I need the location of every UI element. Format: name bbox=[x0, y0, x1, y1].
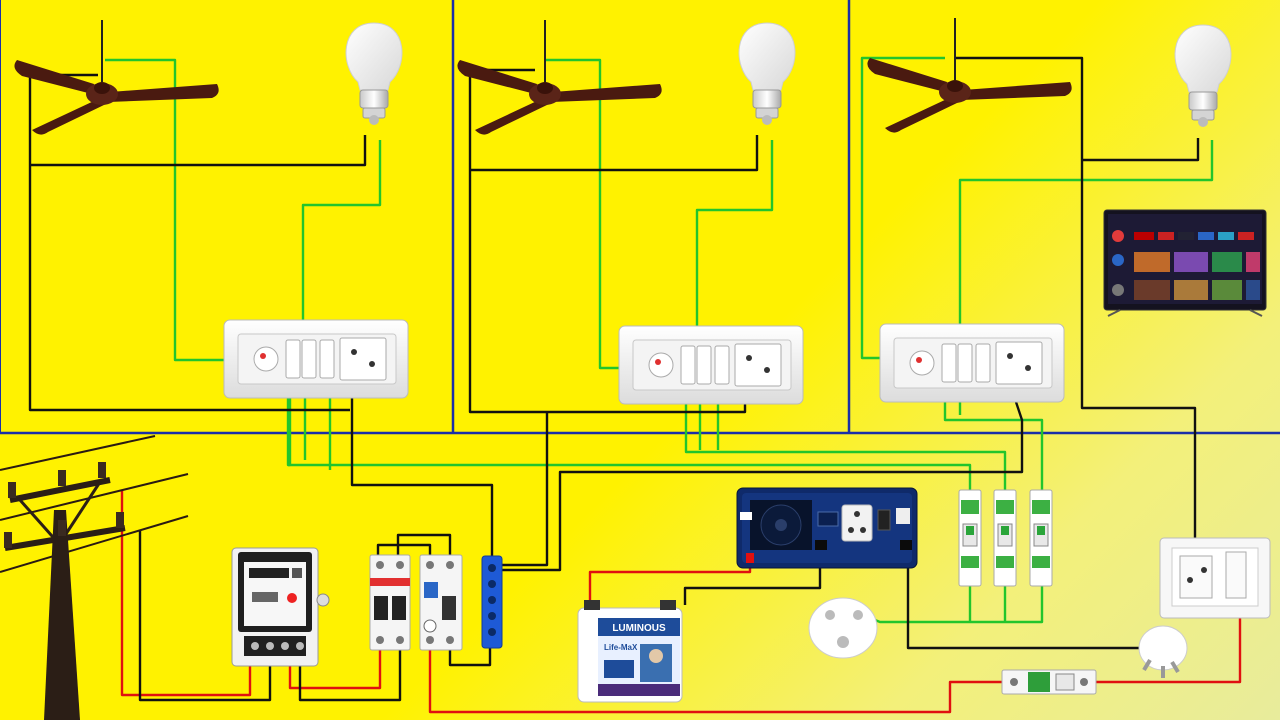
rccb bbox=[419, 554, 463, 651]
double-pole-mcb bbox=[369, 554, 411, 651]
neutral-wire bbox=[470, 135, 759, 172]
battery-brand: LUMINOUS bbox=[612, 623, 666, 634]
energy-meter bbox=[231, 547, 330, 667]
mcb-3 bbox=[1029, 489, 1053, 587]
room-dividers bbox=[0, 0, 1280, 435]
led-bulb-3 bbox=[1174, 24, 1232, 128]
switched-wire bbox=[105, 58, 265, 362]
mcb-bank bbox=[958, 489, 1053, 587]
neutral-wire bbox=[906, 545, 1140, 650]
ceiling-fan-1 bbox=[13, 19, 220, 136]
phase-wire bbox=[120, 490, 252, 697]
changeover-switchboard bbox=[1159, 537, 1271, 619]
switched-wire bbox=[301, 140, 382, 330]
room-3 bbox=[866, 17, 1267, 403]
switched-wire bbox=[874, 585, 1044, 624]
switched-wire bbox=[958, 140, 1214, 345]
3-pin-plug-2 bbox=[1138, 625, 1188, 678]
neutral-wire bbox=[30, 135, 367, 167]
utility-pole bbox=[0, 435, 189, 720]
mcb-2 bbox=[993, 489, 1017, 587]
neutral-wire bbox=[298, 645, 402, 702]
inline-mcb bbox=[1001, 669, 1097, 695]
smart-tv bbox=[1103, 209, 1267, 317]
ceiling-fan-3 bbox=[866, 17, 1073, 134]
neutral-wire bbox=[396, 533, 452, 560]
neutral-wire bbox=[448, 645, 492, 667]
led-bulb-1 bbox=[345, 22, 403, 126]
neutral-wire bbox=[500, 377, 1024, 572]
mcb-1 bbox=[958, 489, 982, 587]
phase-wire bbox=[428, 648, 1005, 714]
neutral-wire bbox=[955, 56, 1197, 545]
battery: LUMINOUS Life-MaX bbox=[577, 600, 683, 703]
led-bulb-2 bbox=[738, 22, 796, 126]
neutral-wire bbox=[138, 530, 272, 702]
room-2 bbox=[456, 19, 804, 405]
room-1 bbox=[13, 19, 409, 399]
neutral-wire bbox=[376, 543, 432, 560]
battery-model: Life-MaX bbox=[604, 643, 638, 652]
switchboard-1 bbox=[223, 319, 409, 399]
neutral-wire bbox=[1082, 138, 1200, 162]
switched-wire bbox=[860, 56, 945, 360]
inverter bbox=[736, 487, 918, 569]
neutral-wire bbox=[500, 412, 549, 567]
switched-wire bbox=[695, 140, 774, 340]
neutral-link bbox=[481, 555, 503, 649]
3-pin-plug bbox=[808, 597, 878, 659]
switchboard-2 bbox=[618, 325, 804, 405]
phase-wire bbox=[588, 540, 752, 610]
neutral-wire bbox=[350, 370, 494, 560]
ceiling-fan-2 bbox=[456, 19, 663, 136]
switched-wire bbox=[286, 380, 972, 490]
switched-wire bbox=[545, 58, 660, 370]
switchboard-3 bbox=[879, 323, 1065, 403]
